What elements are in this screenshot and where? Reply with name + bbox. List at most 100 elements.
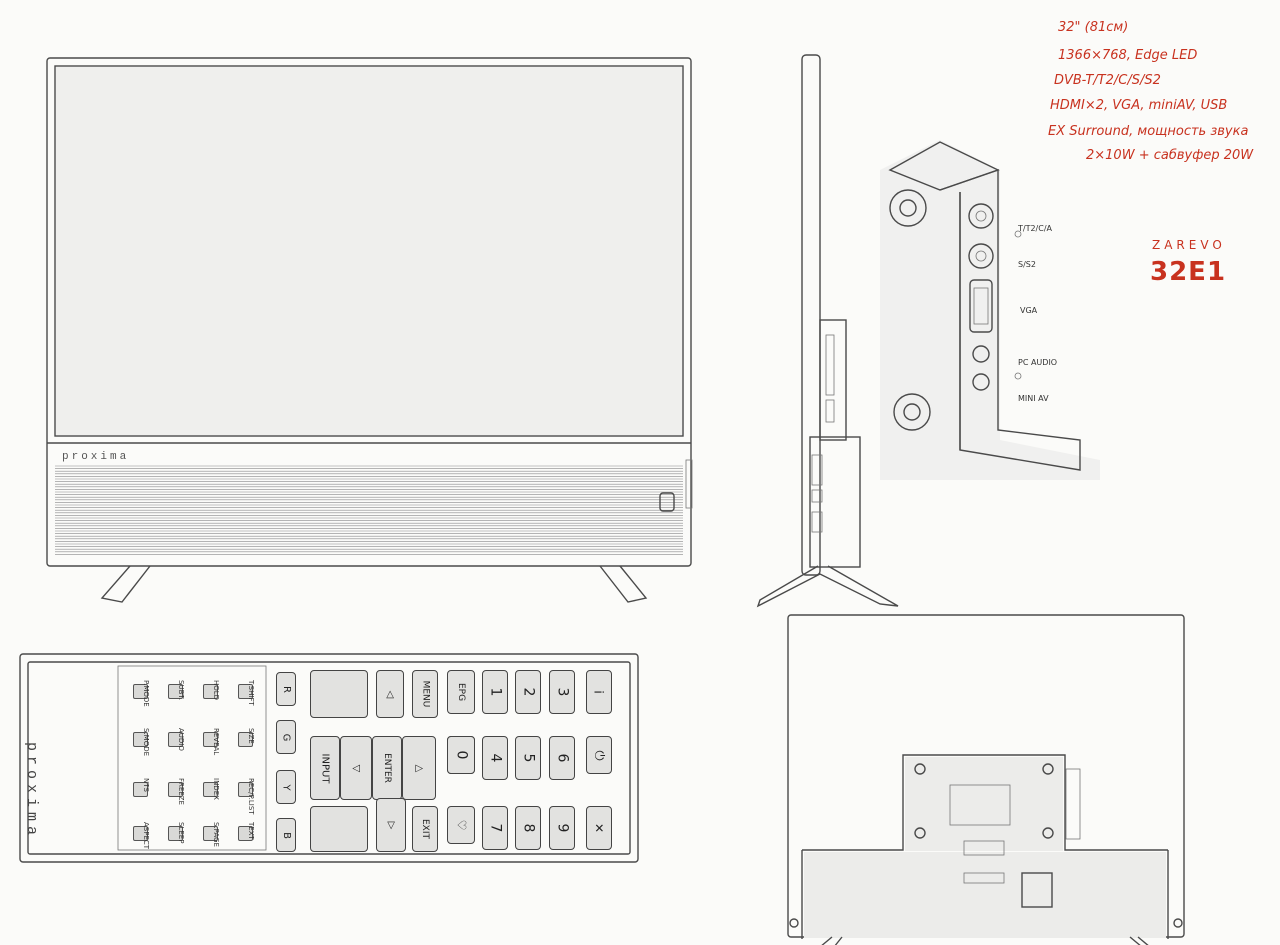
color-key-green[interactable]: G <box>276 720 296 754</box>
remote-small-button[interactable] <box>133 826 148 841</box>
remote-small-button-label: TEXT <box>247 822 255 840</box>
power-key-label: ⏻ <box>591 749 607 761</box>
color-key-blue[interactable]: B <box>276 818 296 852</box>
tv-side-view <box>756 54 899 608</box>
remote-small-button[interactable] <box>133 684 148 699</box>
remote-small-button[interactable] <box>238 782 253 797</box>
favorite-key-label: ♡ <box>453 819 468 831</box>
spec-line: DVB-T/T2/C/S/S2 <box>1054 73 1161 88</box>
remote-logo: proxima <box>23 742 40 841</box>
mute-key[interactable]: ✕ <box>586 806 612 850</box>
digit-key-zero[interactable]: 0 <box>447 736 475 774</box>
remote-small-button-label: SUBT. <box>177 680 185 701</box>
exit-key-label: EXIT <box>419 818 430 840</box>
remote-small-button[interactable] <box>238 732 253 747</box>
remote-small-button-label: P.MODE <box>142 680 150 707</box>
digit-key[interactable]: 3 <box>549 670 575 714</box>
spec-line: 32" (81см) <box>1058 20 1129 35</box>
nav-right-key[interactable]: △ <box>402 736 436 800</box>
connector-label: T/T2/C/A <box>1017 224 1053 233</box>
digit-key-label: 3 <box>553 687 570 697</box>
enter-key[interactable]: ENTER <box>372 736 402 800</box>
remote-small-button-label: HOLD <box>212 680 220 701</box>
remote-small-button[interactable] <box>168 732 183 747</box>
channel-rocker[interactable] <box>310 806 368 852</box>
color-key-green-label: G <box>280 733 292 741</box>
nav-up-key-label: ◁ <box>384 690 396 698</box>
digit-key[interactable]: 2 <box>515 670 541 714</box>
remote-small-button[interactable] <box>168 782 183 797</box>
miniav-port <box>972 373 990 391</box>
digit-key-label: 5 <box>519 753 536 763</box>
favorite-key[interactable]: ♡ <box>447 806 475 844</box>
digit-key[interactable]: 8 <box>515 806 541 850</box>
vga-port <box>969 279 993 333</box>
remote-small-button[interactable] <box>238 826 253 841</box>
color-key-blue-label: B <box>280 831 292 839</box>
remote-small-button-label: AUDIO <box>177 728 185 751</box>
remote-small-button-label: SLEEP <box>177 822 185 844</box>
mute-key-label: ✕ <box>592 822 606 834</box>
tv-rear-view <box>787 614 1185 945</box>
digit-key-label: 7 <box>486 823 503 833</box>
remote-small-button-label: ASPECT <box>142 822 150 850</box>
nav-down-key[interactable]: ▷ <box>376 798 406 852</box>
antenna-port <box>968 203 994 229</box>
connector-label: VGA <box>1020 306 1038 315</box>
remote-small-button[interactable] <box>203 684 218 699</box>
brand-name: ZAREVO <box>1152 238 1226 252</box>
color-key-red[interactable]: R <box>276 672 296 706</box>
connector-label: MINI AV <box>1018 394 1049 403</box>
connector-labels: T/T2/C/A S/S2 VGA PC AUDIO MINI AV <box>1017 224 1057 403</box>
remote-small-button-label: INDEX <box>212 778 220 800</box>
tv-logo: proxima <box>62 451 130 463</box>
input-key[interactable]: INPUT <box>310 736 340 800</box>
menu-key[interactable]: MENU <box>412 670 438 718</box>
remote-small-button[interactable] <box>133 782 148 797</box>
digit-key[interactable]: 9 <box>549 806 575 850</box>
audio-port <box>972 345 990 363</box>
nav-left-key[interactable]: ▽ <box>340 736 372 800</box>
color-key-yellow[interactable]: Y <box>276 770 296 804</box>
remote-small-button-label: NTS <box>142 778 150 792</box>
remote-small-button[interactable] <box>203 826 218 841</box>
connector-panel-view <box>880 140 1100 480</box>
volume-rocker[interactable] <box>310 670 368 718</box>
nav-right-key-label: △ <box>413 764 425 772</box>
remote-small-button[interactable] <box>168 826 183 841</box>
connector-label: PC AUDIO <box>1018 358 1057 367</box>
nav-left-key-label: ▽ <box>350 764 362 772</box>
remote-small-button-label: S.MODE <box>142 728 150 757</box>
power-key[interactable]: ⏻ <box>586 736 612 774</box>
spec-line: 2×10W + сабвуфер 20W <box>1086 148 1254 163</box>
remote-small-button-label: FREEZE <box>177 778 185 805</box>
tv-front-view <box>46 57 693 603</box>
spec-line: 1366×768, Edge LED <box>1058 48 1198 63</box>
nav-up-key[interactable]: ◁ <box>376 670 404 718</box>
digit-key[interactable]: 6 <box>549 736 575 780</box>
remote-small-button-label: T.SHIFT <box>247 680 255 706</box>
spec-line: EX Surround, мощность звука <box>1048 124 1249 139</box>
remote-small-button-label: REVEAL <box>212 728 220 756</box>
epg-key[interactable]: EPG <box>447 670 475 714</box>
exit-key[interactable]: EXIT <box>412 806 438 852</box>
info-key[interactable]: i <box>586 670 612 714</box>
remote-small-button[interactable] <box>133 732 148 747</box>
digit-key-label: 4 <box>486 753 503 763</box>
digit-key[interactable]: 7 <box>482 806 508 850</box>
remote-small-button-label: SIZE <box>247 728 255 744</box>
digit-key[interactable]: 4 <box>482 736 508 780</box>
digit-key-zero-label: 0 <box>452 750 469 760</box>
digit-key-label: 6 <box>553 753 570 763</box>
digit-key-label: 9 <box>553 823 570 833</box>
remote-small-button[interactable] <box>203 732 218 747</box>
digit-key[interactable]: 5 <box>515 736 541 780</box>
remote-small-button[interactable] <box>203 782 218 797</box>
remote-small-button[interactable] <box>168 684 183 699</box>
digit-key[interactable]: 1 <box>482 670 508 714</box>
connector-label: S/S2 <box>1018 260 1036 269</box>
remote-small-button[interactable] <box>238 684 253 699</box>
model-name: 32E1 <box>1150 257 1227 287</box>
digit-key-label: 2 <box>519 687 536 697</box>
remote-small-button-label: REC/P.LIST <box>247 778 255 815</box>
